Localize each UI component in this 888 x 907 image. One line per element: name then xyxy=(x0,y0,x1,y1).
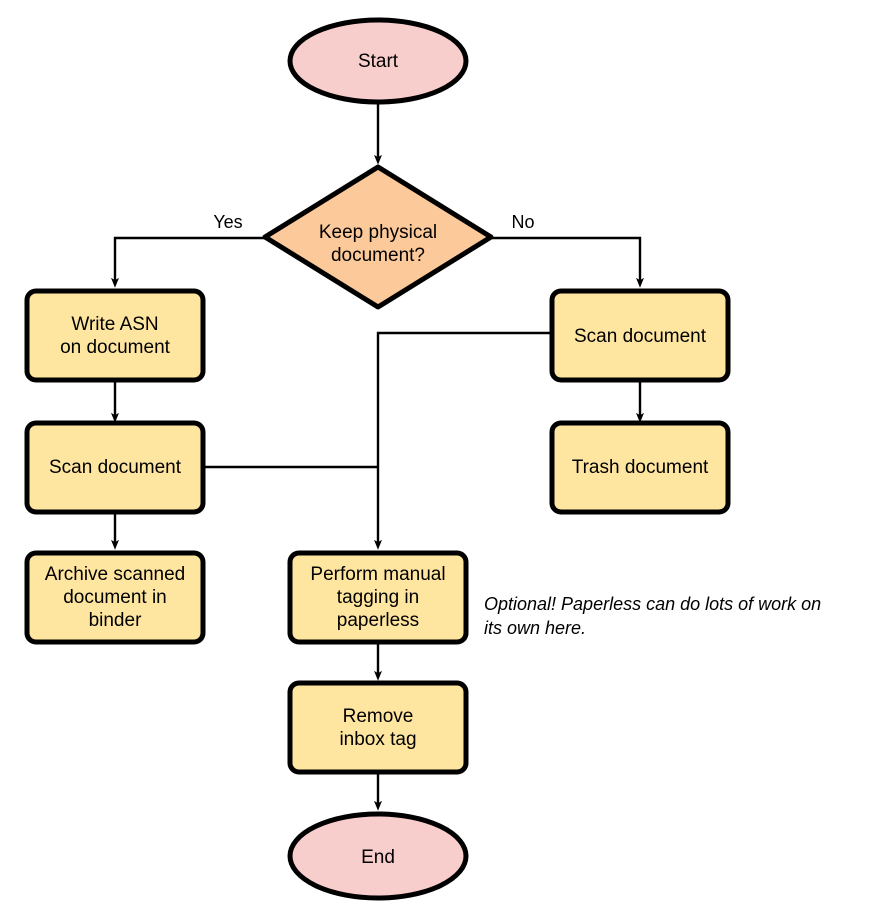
start-label: Start xyxy=(358,51,399,72)
tagging-label-line2: tagging in xyxy=(337,587,419,608)
write-asn-box xyxy=(24,288,206,383)
edge-scan-right-to-tagging xyxy=(374,331,552,550)
tagging-label-line1: Perform manual xyxy=(310,564,445,585)
edge-label-yes: Yes xyxy=(213,212,242,232)
node-perform-manual-tagging[interactable]: Perform manual tagging in paperless xyxy=(287,550,469,645)
node-decision-keep-physical-document[interactable]: Keep physical document? xyxy=(262,164,494,310)
decision-label-line2: document? xyxy=(331,245,425,266)
start-ellipse xyxy=(287,17,469,105)
annotation-line1: Optional! Paperless can do lots of work … xyxy=(484,594,821,614)
scan-document-right-box xyxy=(549,288,731,383)
archive-label-line3: binder xyxy=(89,610,142,631)
end-label: End xyxy=(361,847,395,868)
scan-document-left-box xyxy=(24,420,206,515)
edge-decision-no-to-scan-right xyxy=(491,236,644,288)
edge-label-no: No xyxy=(511,212,534,232)
node-write-asn[interactable]: Write ASN on document xyxy=(24,288,206,383)
trash-document-label: Trash document xyxy=(572,457,709,478)
node-trash-document[interactable]: Trash document xyxy=(549,420,731,515)
scan-document-left-label: Scan document xyxy=(49,457,182,478)
node-archive-scanned-document[interactable]: Archive scanned document in binder xyxy=(24,550,206,645)
archive-label-line2: document in xyxy=(63,587,167,608)
remove-inbox-tag-box xyxy=(287,680,469,775)
annotation-optional-paperless: Optional! Paperless can do lots of work … xyxy=(484,594,821,638)
scan-document-right-label: Scan document xyxy=(574,326,707,347)
edge-decision-yes-to-write-asn xyxy=(111,236,265,288)
decision-label-line1: Keep physical xyxy=(319,222,437,243)
decision-diamond xyxy=(262,164,494,310)
node-scan-document-left[interactable]: Scan document xyxy=(24,420,206,515)
annotation-line2: its own here. xyxy=(484,618,586,638)
tagging-box xyxy=(287,550,469,645)
tagging-label-line3: paperless xyxy=(337,610,419,631)
archive-label-line1: Archive scanned xyxy=(45,564,185,585)
write-asn-label-line1: Write ASN xyxy=(71,314,158,335)
remove-inbox-label-line2: inbox tag xyxy=(339,729,416,750)
remove-inbox-label-line1: Remove xyxy=(343,706,414,727)
node-scan-document-right[interactable]: Scan document xyxy=(549,288,731,383)
connector-layer xyxy=(111,103,644,811)
node-end[interactable]: End xyxy=(287,811,469,901)
end-ellipse xyxy=(287,811,469,901)
trash-document-box xyxy=(549,420,731,515)
node-start[interactable]: Start xyxy=(287,17,469,105)
node-remove-inbox-tag[interactable]: Remove inbox tag xyxy=(287,680,469,775)
archive-box xyxy=(24,550,206,645)
write-asn-label-line2: on document xyxy=(60,337,171,358)
